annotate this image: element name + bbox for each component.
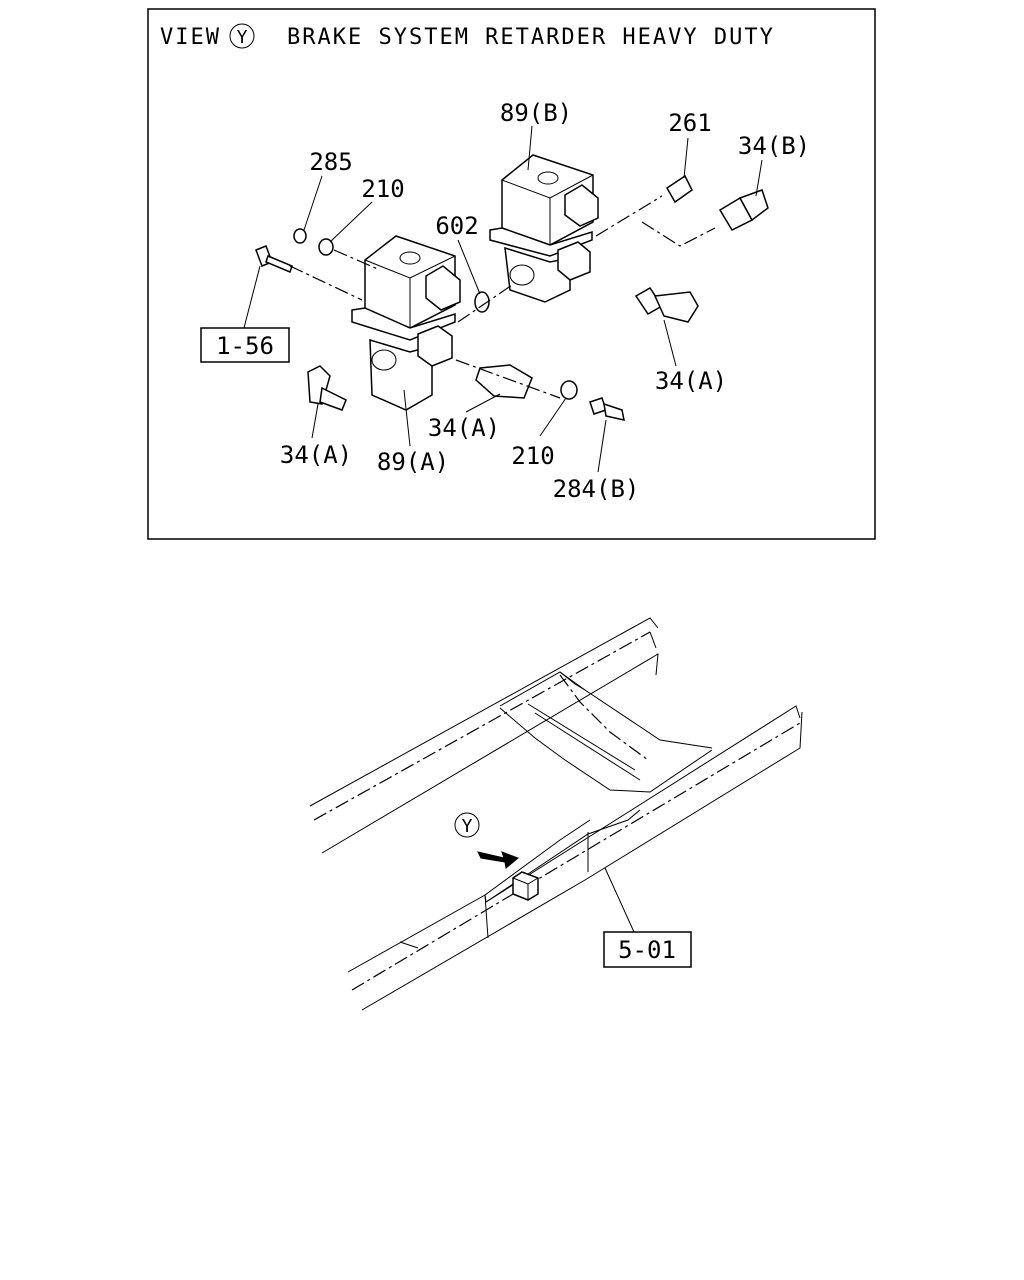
leader-34a-mid <box>465 393 501 413</box>
callout-602[interactable]: 602 <box>435 212 478 240</box>
centerline-connector <box>641 221 716 247</box>
centerline-washer <box>333 249 381 271</box>
centerline-plug <box>595 195 663 237</box>
washer-210-top[interactable] <box>318 238 334 256</box>
frame-marker-circle <box>454 812 480 838</box>
callout-285[interactable]: 285 <box>309 148 352 176</box>
ref-box-5-01 <box>603 931 692 968</box>
leader-285 <box>303 175 323 231</box>
callout-261[interactable]: 261 <box>668 109 711 137</box>
centerline-bolt <box>289 265 363 301</box>
elbow-34a-right[interactable] <box>634 287 699 323</box>
callout-34a-mid[interactable]: 34(A) <box>428 414 500 442</box>
leader-5-01 <box>604 867 635 933</box>
leader-210-bottom <box>539 397 567 437</box>
callout-210-top[interactable]: 210 <box>361 175 404 203</box>
leader-1-56 <box>243 265 261 329</box>
ref-5-01[interactable]: 5-01 <box>618 936 676 964</box>
callout-89a[interactable]: 89(A) <box>377 448 449 476</box>
view-prefix: VIEW <box>160 25 221 50</box>
leader-34a-right <box>663 319 677 367</box>
view-marker: Y <box>237 27 248 48</box>
callout-34a-right[interactable]: 34(A) <box>655 367 727 395</box>
callout-34b[interactable]: 34(B) <box>738 132 810 160</box>
bolt-1-56[interactable] <box>255 245 293 274</box>
leader-602 <box>457 239 481 295</box>
leader-89b <box>527 125 533 171</box>
fitting-34a-mid[interactable] <box>475 364 533 399</box>
frame-marker: Y <box>462 816 473 837</box>
leader-34a-left <box>311 403 319 439</box>
leader-34b <box>755 159 763 197</box>
callout-34a-left[interactable]: 34(A) <box>280 441 352 469</box>
ref-1-56[interactable]: 1-56 <box>216 332 274 360</box>
plug-261[interactable] <box>666 174 693 204</box>
centerline-bottom <box>455 359 561 399</box>
leader-210-top <box>329 201 373 243</box>
centerline-oring <box>457 284 513 323</box>
chassis-frame <box>309 617 803 1011</box>
leader-284b <box>597 419 607 473</box>
leader-261 <box>683 137 689 179</box>
leader-89a <box>403 389 411 447</box>
valve-location-small[interactable] <box>512 871 539 901</box>
bolt-284b[interactable] <box>589 397 625 421</box>
valve-89b[interactable] <box>489 154 599 303</box>
view-marker-circle <box>229 23 255 49</box>
washer-210-bottom[interactable] <box>560 380 578 400</box>
callout-89b[interactable]: 89(B) <box>500 99 572 127</box>
connector-34b[interactable] <box>718 189 769 231</box>
ref-box-1-56 <box>200 327 290 363</box>
valve-89a[interactable] <box>351 235 461 411</box>
view-direction-arrow-icon <box>477 851 519 869</box>
callout-284b[interactable]: 284(B) <box>553 475 640 503</box>
view-title: BRAKE SYSTEM RETARDER HEAVY DUTY <box>287 25 775 50</box>
o-ring-602[interactable] <box>474 291 490 313</box>
callout-210-bottom[interactable]: 210 <box>511 442 554 470</box>
detail-view-frame <box>147 8 876 540</box>
nut-285[interactable] <box>293 228 307 244</box>
elbow-34a-left[interactable] <box>307 365 347 411</box>
